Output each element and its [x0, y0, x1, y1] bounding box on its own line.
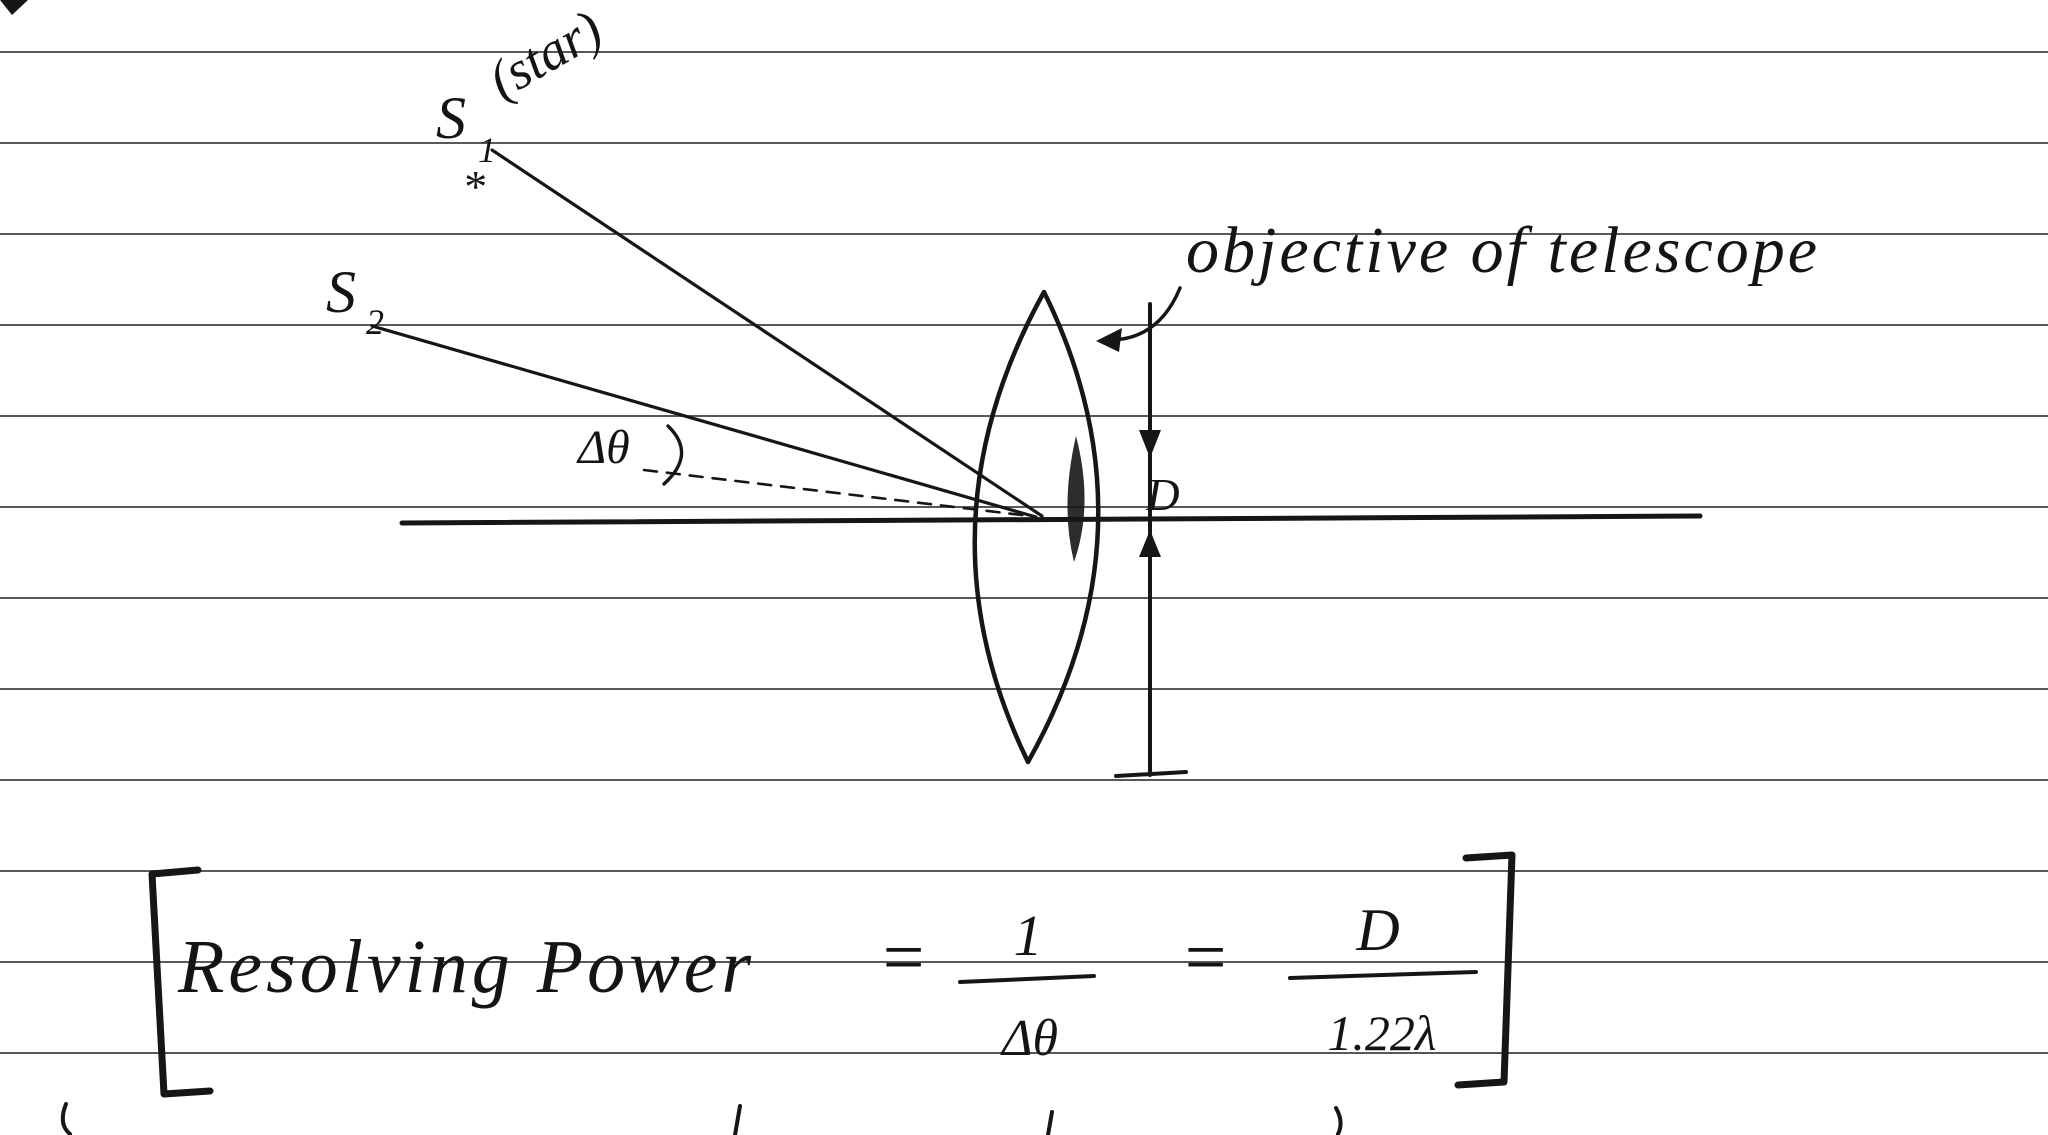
next-line-cutoff-stroke — [60, 1102, 72, 1135]
objective-pointer-arrowhead-icon — [1096, 328, 1122, 352]
formula-bracket-left — [148, 866, 214, 1098]
formula-title: Resolving Power — [177, 925, 755, 1009]
source2-subscript: 2 — [366, 302, 384, 342]
aperture-bottom-cap — [1114, 770, 1188, 778]
formula-frac1-bar — [958, 974, 1096, 984]
lens-caption: objective of telescope — [1186, 214, 1820, 287]
ruled-lines — [0, 51, 2048, 1054]
lens — [972, 289, 1101, 765]
ink-blot — [0, 0, 28, 15]
lens-inner-shade — [1067, 436, 1085, 562]
formula-equals-1: = — [878, 917, 928, 999]
ray-from-s2 — [370, 324, 1038, 519]
formula-frac2-bar — [1288, 970, 1478, 980]
aperture-label: D — [1145, 469, 1179, 520]
next-line-cutoff-stroke — [1046, 1110, 1054, 1135]
formula-frac1-denominator: Δθ — [1000, 1010, 1058, 1067]
ray-from-s1 — [490, 148, 1044, 518]
formula-frac2-numerator: D — [1355, 897, 1399, 963]
formula-frac1-numerator: 1 — [1014, 903, 1043, 968]
aperture-arrow-up-icon — [1139, 530, 1161, 557]
source1-label: S — [436, 85, 466, 151]
formula-frac2-denominator: 1.22λ — [1327, 1005, 1436, 1061]
source1-subscript: 1 — [478, 130, 496, 170]
next-line-cutoff-stroke — [733, 1104, 742, 1135]
aperture-arrow-down-icon — [1139, 430, 1161, 458]
star-mark-icon: * — [462, 161, 485, 212]
angle-dashed-line — [642, 468, 1032, 518]
formula-equals-2: = — [1180, 917, 1230, 999]
source1-note: (star) — [478, 0, 612, 110]
optical-axis — [399, 513, 1703, 526]
next-line-cutoff-stroke — [1334, 1106, 1343, 1135]
source2-label: S — [326, 259, 356, 325]
angle-arc — [662, 424, 684, 486]
next-line-cutoff-strokes — [60, 1102, 1343, 1135]
formula-bracket-right — [1454, 851, 1516, 1089]
angle-label: Δθ — [576, 421, 630, 474]
